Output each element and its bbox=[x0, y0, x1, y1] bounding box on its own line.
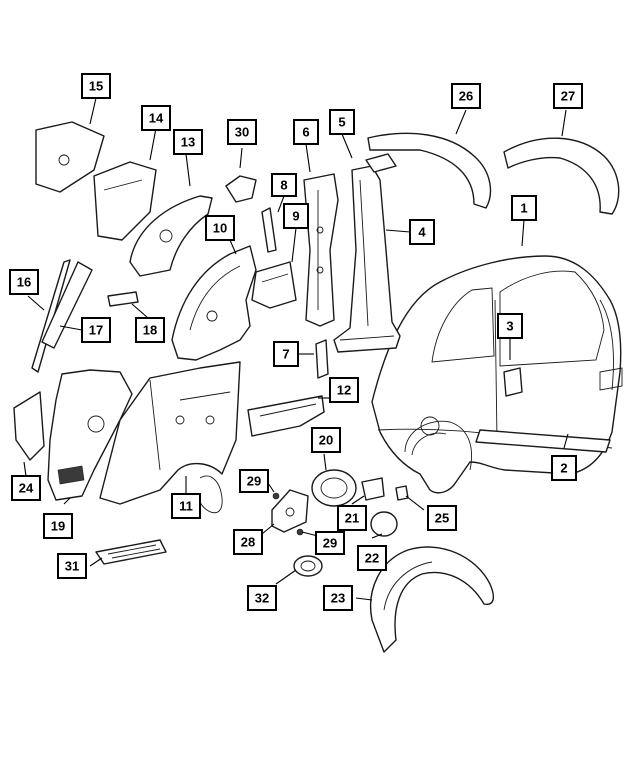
svg-text:21: 21 bbox=[345, 511, 359, 526]
svg-text:14: 14 bbox=[149, 111, 164, 126]
svg-text:26: 26 bbox=[459, 89, 473, 104]
part-8-strip bbox=[261, 207, 277, 253]
callout-30: 30 bbox=[227, 119, 257, 145]
svg-text:6: 6 bbox=[302, 125, 309, 140]
svg-text:10: 10 bbox=[213, 221, 227, 236]
svg-text:32: 32 bbox=[255, 591, 269, 606]
callout-8: 8 bbox=[271, 173, 297, 197]
svg-text:7: 7 bbox=[282, 347, 289, 362]
svg-text:8: 8 bbox=[280, 178, 287, 193]
svg-text:15: 15 bbox=[89, 79, 103, 94]
callout-26: 26 bbox=[451, 83, 481, 109]
svg-text:29: 29 bbox=[323, 536, 337, 551]
callout-24: 24 bbox=[11, 475, 41, 501]
svg-text:9: 9 bbox=[292, 209, 299, 224]
part-26-roof-rail bbox=[367, 132, 492, 209]
callout-5: 5 bbox=[329, 109, 355, 135]
svg-text:20: 20 bbox=[319, 433, 333, 448]
part-19-quarter-inner bbox=[47, 369, 133, 501]
svg-text:24: 24 bbox=[19, 481, 34, 496]
callout-21: 21 bbox=[337, 505, 367, 531]
part-12-sill-reinforcement bbox=[247, 395, 325, 437]
callout-29-upper: 29 bbox=[239, 469, 269, 493]
part-32-cap bbox=[293, 555, 323, 577]
callout-7: 7 bbox=[273, 341, 299, 367]
callout-19: 19 bbox=[43, 513, 73, 539]
callout-1: 1 bbox=[511, 195, 537, 221]
part-6-pillar-inner bbox=[303, 173, 339, 327]
callout-16: 16 bbox=[9, 269, 39, 295]
part-30-bracket bbox=[225, 175, 257, 203]
part-29-fasteners bbox=[272, 492, 304, 536]
part-20-fuel-filler-housing bbox=[311, 469, 357, 507]
svg-text:2: 2 bbox=[560, 461, 567, 476]
svg-text:28: 28 bbox=[241, 535, 255, 550]
callout-15: 15 bbox=[81, 73, 111, 99]
callout-32: 32 bbox=[247, 585, 277, 611]
callout-11: 11 bbox=[171, 493, 201, 519]
callout-28: 28 bbox=[233, 529, 263, 555]
callout-18: 18 bbox=[135, 317, 165, 343]
callout-20: 20 bbox=[311, 427, 341, 453]
callout-4: 4 bbox=[409, 219, 435, 245]
part-22-fuel-door bbox=[370, 511, 398, 537]
part-9-reinforcement bbox=[251, 261, 297, 309]
callout-2: 2 bbox=[551, 455, 577, 481]
part-27-roof-rail bbox=[503, 137, 620, 215]
part-23-wheelhouse-liner bbox=[370, 546, 495, 653]
part-5-b-pillar-reinforcement bbox=[365, 153, 397, 173]
part-10-quarter-inner-upper bbox=[171, 245, 257, 361]
svg-text:18: 18 bbox=[143, 323, 157, 338]
svg-text:22: 22 bbox=[365, 551, 379, 566]
part-21-bracket bbox=[361, 477, 385, 501]
svg-text:17: 17 bbox=[89, 323, 103, 338]
callout-9: 9 bbox=[283, 203, 309, 229]
part-11-quarter-inner-lower bbox=[99, 361, 241, 514]
part-31-vent-grille bbox=[95, 539, 167, 565]
callout-17: 17 bbox=[81, 317, 111, 343]
svg-text:31: 31 bbox=[65, 559, 79, 574]
callout-31: 31 bbox=[57, 553, 87, 579]
svg-text:25: 25 bbox=[435, 511, 449, 526]
callout-27: 27 bbox=[553, 83, 583, 109]
part-16-strip bbox=[31, 259, 71, 373]
part-25-bracket bbox=[395, 485, 409, 501]
svg-text:29: 29 bbox=[247, 474, 261, 489]
callout-22: 22 bbox=[357, 545, 387, 571]
svg-text:27: 27 bbox=[561, 89, 575, 104]
svg-text:5: 5 bbox=[338, 115, 345, 130]
callout-23: 23 bbox=[323, 585, 353, 611]
part-13-quarter-extension bbox=[129, 195, 213, 277]
callout-12: 12 bbox=[329, 377, 359, 403]
callout-29-lower: 29 bbox=[315, 531, 345, 555]
callout-14: 14 bbox=[141, 105, 171, 131]
part-24-trim-panel bbox=[13, 391, 45, 461]
callout-10: 10 bbox=[205, 215, 235, 241]
svg-text:12: 12 bbox=[337, 383, 351, 398]
callout-3: 3 bbox=[497, 313, 523, 339]
svg-text:13: 13 bbox=[181, 135, 195, 150]
svg-text:16: 16 bbox=[17, 275, 31, 290]
part-14-wheelhouse-outer bbox=[93, 161, 157, 241]
svg-text:4: 4 bbox=[418, 225, 426, 240]
svg-text:19: 19 bbox=[51, 519, 65, 534]
leader-lines bbox=[23, 97, 569, 601]
part-15-pillar-upper bbox=[35, 121, 105, 193]
svg-text:30: 30 bbox=[235, 125, 249, 140]
part-17-strip bbox=[41, 261, 93, 349]
part-1-body-side-aperture bbox=[371, 255, 622, 494]
callout-25: 25 bbox=[427, 505, 457, 531]
part-18-plate bbox=[107, 291, 139, 307]
callout-13: 13 bbox=[173, 129, 203, 155]
svg-text:11: 11 bbox=[179, 499, 193, 514]
callout-6: 6 bbox=[293, 119, 319, 145]
part-4-b-pillar bbox=[333, 165, 401, 353]
svg-text:23: 23 bbox=[331, 591, 345, 606]
part-7-bracket bbox=[315, 339, 329, 379]
part-3-plate bbox=[503, 367, 623, 397]
svg-text:3: 3 bbox=[506, 319, 513, 334]
svg-text:1: 1 bbox=[520, 201, 527, 216]
